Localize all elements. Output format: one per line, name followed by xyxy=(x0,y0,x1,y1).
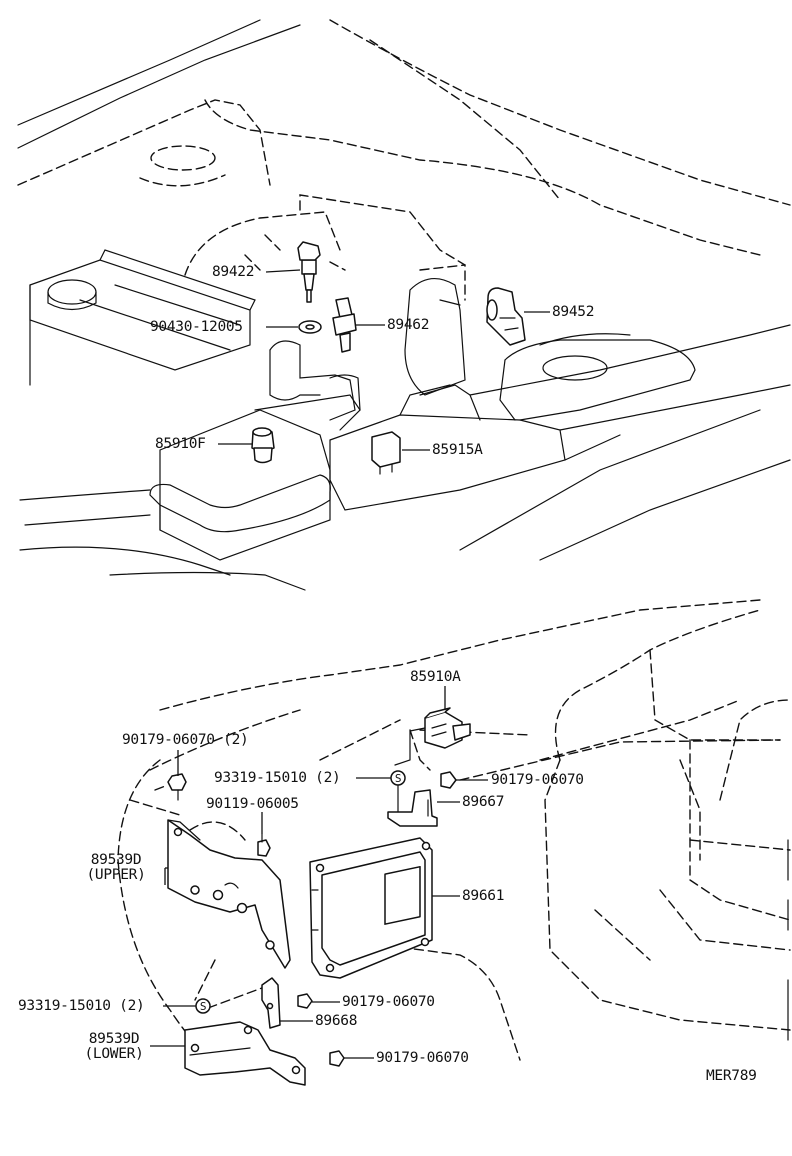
gasket-90430 xyxy=(298,320,322,334)
bolt-90179-right xyxy=(440,771,457,789)
label-85915a: 85915A xyxy=(432,442,483,458)
label-89422: 89422 xyxy=(212,264,255,280)
label-90179-06070-lower: 90179-06070 xyxy=(342,994,435,1010)
label-90179-06070-bottom: 90179-06070 xyxy=(376,1050,469,1066)
label-89668: 89668 xyxy=(315,1013,358,1029)
screw-93319-upper xyxy=(390,770,406,813)
label-93319-15010-2-upper: 93319-15010 (2) xyxy=(214,770,341,786)
label-89539d-upper: 89539D xyxy=(90,852,142,868)
engine-bay-outline xyxy=(17,19,791,591)
relay-85910a xyxy=(394,707,471,766)
label-lower-note: (LOWER) xyxy=(84,1046,144,1062)
label-89661: 89661 xyxy=(462,888,505,904)
bolt-90179-bottom xyxy=(329,1050,345,1067)
part-85910f xyxy=(251,427,275,464)
ecu-89661 xyxy=(309,837,433,979)
screw-mark-lower: S xyxy=(199,1000,207,1013)
bolt-90179-upper-left xyxy=(167,773,187,801)
screw-90119 xyxy=(257,833,271,857)
label-89452: 89452 xyxy=(552,304,595,320)
bracket-89668 xyxy=(261,977,281,1029)
label-89539d-lower: 89539D xyxy=(88,1031,140,1047)
label-85910f: 85910F xyxy=(155,436,206,452)
screw-mark-upper: S xyxy=(394,772,402,785)
label-90179-06070-2: 90179-06070 (2) xyxy=(122,732,249,748)
leaders-bottom xyxy=(150,686,488,1059)
label-89667: 89667 xyxy=(462,794,505,810)
bolt-90179-lower xyxy=(297,993,313,1009)
label-89462: 89462 xyxy=(387,317,430,333)
label-85910a: 85910A xyxy=(410,669,461,685)
sensor-89462 xyxy=(332,297,357,353)
label-upper-note: (UPPER) xyxy=(86,867,146,883)
label-90119-06005: 90119-06005 xyxy=(206,796,299,812)
bracket-89667 xyxy=(387,789,438,827)
label-93319-15010-2-lower: 93319-15010 (2) xyxy=(18,998,145,1014)
bracket-89539d-lower xyxy=(184,1021,306,1086)
sensor-89422 xyxy=(297,241,321,303)
diagram-code: MER789 xyxy=(706,1068,757,1084)
relay-85915a xyxy=(371,431,401,475)
leaders-top xyxy=(218,269,550,451)
bracket-89539d-upper xyxy=(167,819,291,969)
label-90430-12005: 90430-12005 xyxy=(150,319,243,335)
part-89452 xyxy=(486,287,526,346)
label-90179-06070-right: 90179-06070 xyxy=(491,772,584,788)
